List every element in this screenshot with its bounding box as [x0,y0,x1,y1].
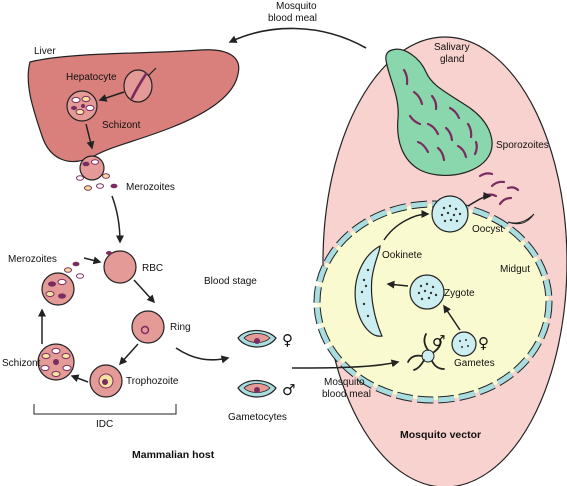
gametes-male-symbol: ♂ [432,332,445,350]
arrow-schizont-to-merozoites [85,123,95,150]
label-trophozoite: Trophozoite [126,376,179,387]
female-gametocyte [237,329,277,348]
arrow-liver-to-rbc [111,195,124,244]
label-schizont-blood: Schizont [2,358,41,369]
ookinete [354,244,383,337]
liver-schizont-merozoites [71,95,95,116]
label-oocyst: Oocyst [472,224,503,235]
zygote [409,274,445,310]
male-gametocyte [237,379,277,398]
arrow-merozoites-to-rbc [83,256,102,265]
label-gametes: Gametes [454,358,495,369]
label-top-meal-line1: Mosquito [276,1,317,12]
label-rbc: RBC [142,263,163,274]
label-mammalian-host: Mammalian host [132,449,215,461]
arrow-oocyst-to-sporozoites [467,192,492,207]
midgut-wall-fill [314,201,552,403]
label-idc: IDC [96,419,113,430]
ring-parasite [140,325,150,335]
male-gamete-flagella [407,333,445,371]
blood-merozoites-particles [45,261,84,299]
label-hepatocyte: Hepatocyte [66,72,117,83]
label-ookinete: Ookinete [382,250,422,261]
arrow-mosquito-to-liver [228,27,367,49]
ookinete-dots [360,268,370,318]
label-merozoites-blood: Merozoites [8,254,57,265]
liver-merozoites-cell [79,155,105,181]
label-top-meal-line2: blood meal [268,13,317,24]
arrow-hepatocyte-to-schizont [98,91,125,102]
arrow-ookinete-to-oocyst [383,210,430,241]
idc-bracket [33,404,177,415]
oocyst-dots [440,204,462,223]
arrow-ring-to-trophozoite [118,343,139,366]
arrow-rbc-to-ring [133,279,156,304]
label-mosquito-vector: Mosquito vector [400,429,481,441]
gametes-female-symbol: ♀ [478,334,489,352]
rbc [103,250,137,284]
label-salivary-line2: gland [440,54,464,65]
liver [27,49,240,163]
trophozoite-nucleus [102,379,108,385]
salivary-sporozoites [402,68,478,162]
arrow-blood-meal-to-mosquito [291,359,400,369]
label-salivary-line1: Salivary [434,42,470,53]
label-bottom-meal-line1: Mosquito [324,377,365,388]
female-gamete-dots [459,339,469,348]
label-sporozoites: Sporozoites [496,140,549,151]
arrow-gametes-to-zygote [443,304,461,331]
label-merozoites-liver: Merozoites [126,182,175,193]
hepatocyte-sporozoite [130,72,148,100]
arrow-ring-to-gametocytes [175,347,230,364]
label-liver: Liver [34,46,56,57]
label-schizont-liver: Schizont [102,120,141,131]
label-zygote: Zygote [444,288,475,299]
label-gametocytes: Gametocytes [228,412,287,423]
liver-merozoites-particles [76,159,118,191]
label-bottom-meal-line2: blood meal [322,389,371,400]
male-symbol: ♂ [282,381,295,399]
sporozoite-crescent [507,213,535,225]
label-blood-stage: Blood stage [204,276,257,287]
blood-merozoites-cell [41,272,75,306]
arrow-trophozoite-to-schizont [70,374,89,383]
rbc-merozoite [106,251,112,255]
hepatocyte-arrow-in [147,67,157,77]
zygote-dots [417,282,438,301]
label-midgut: Midgut [500,264,530,275]
blood-schizont-merozoites [40,347,72,378]
arrow-zygote-to-ookinete [386,280,409,289]
female-gamete [451,331,477,357]
salivary-gland [385,48,493,177]
female-symbol: ♀ [282,331,293,349]
oocyst [431,195,469,233]
label-ring: Ring [170,322,191,333]
